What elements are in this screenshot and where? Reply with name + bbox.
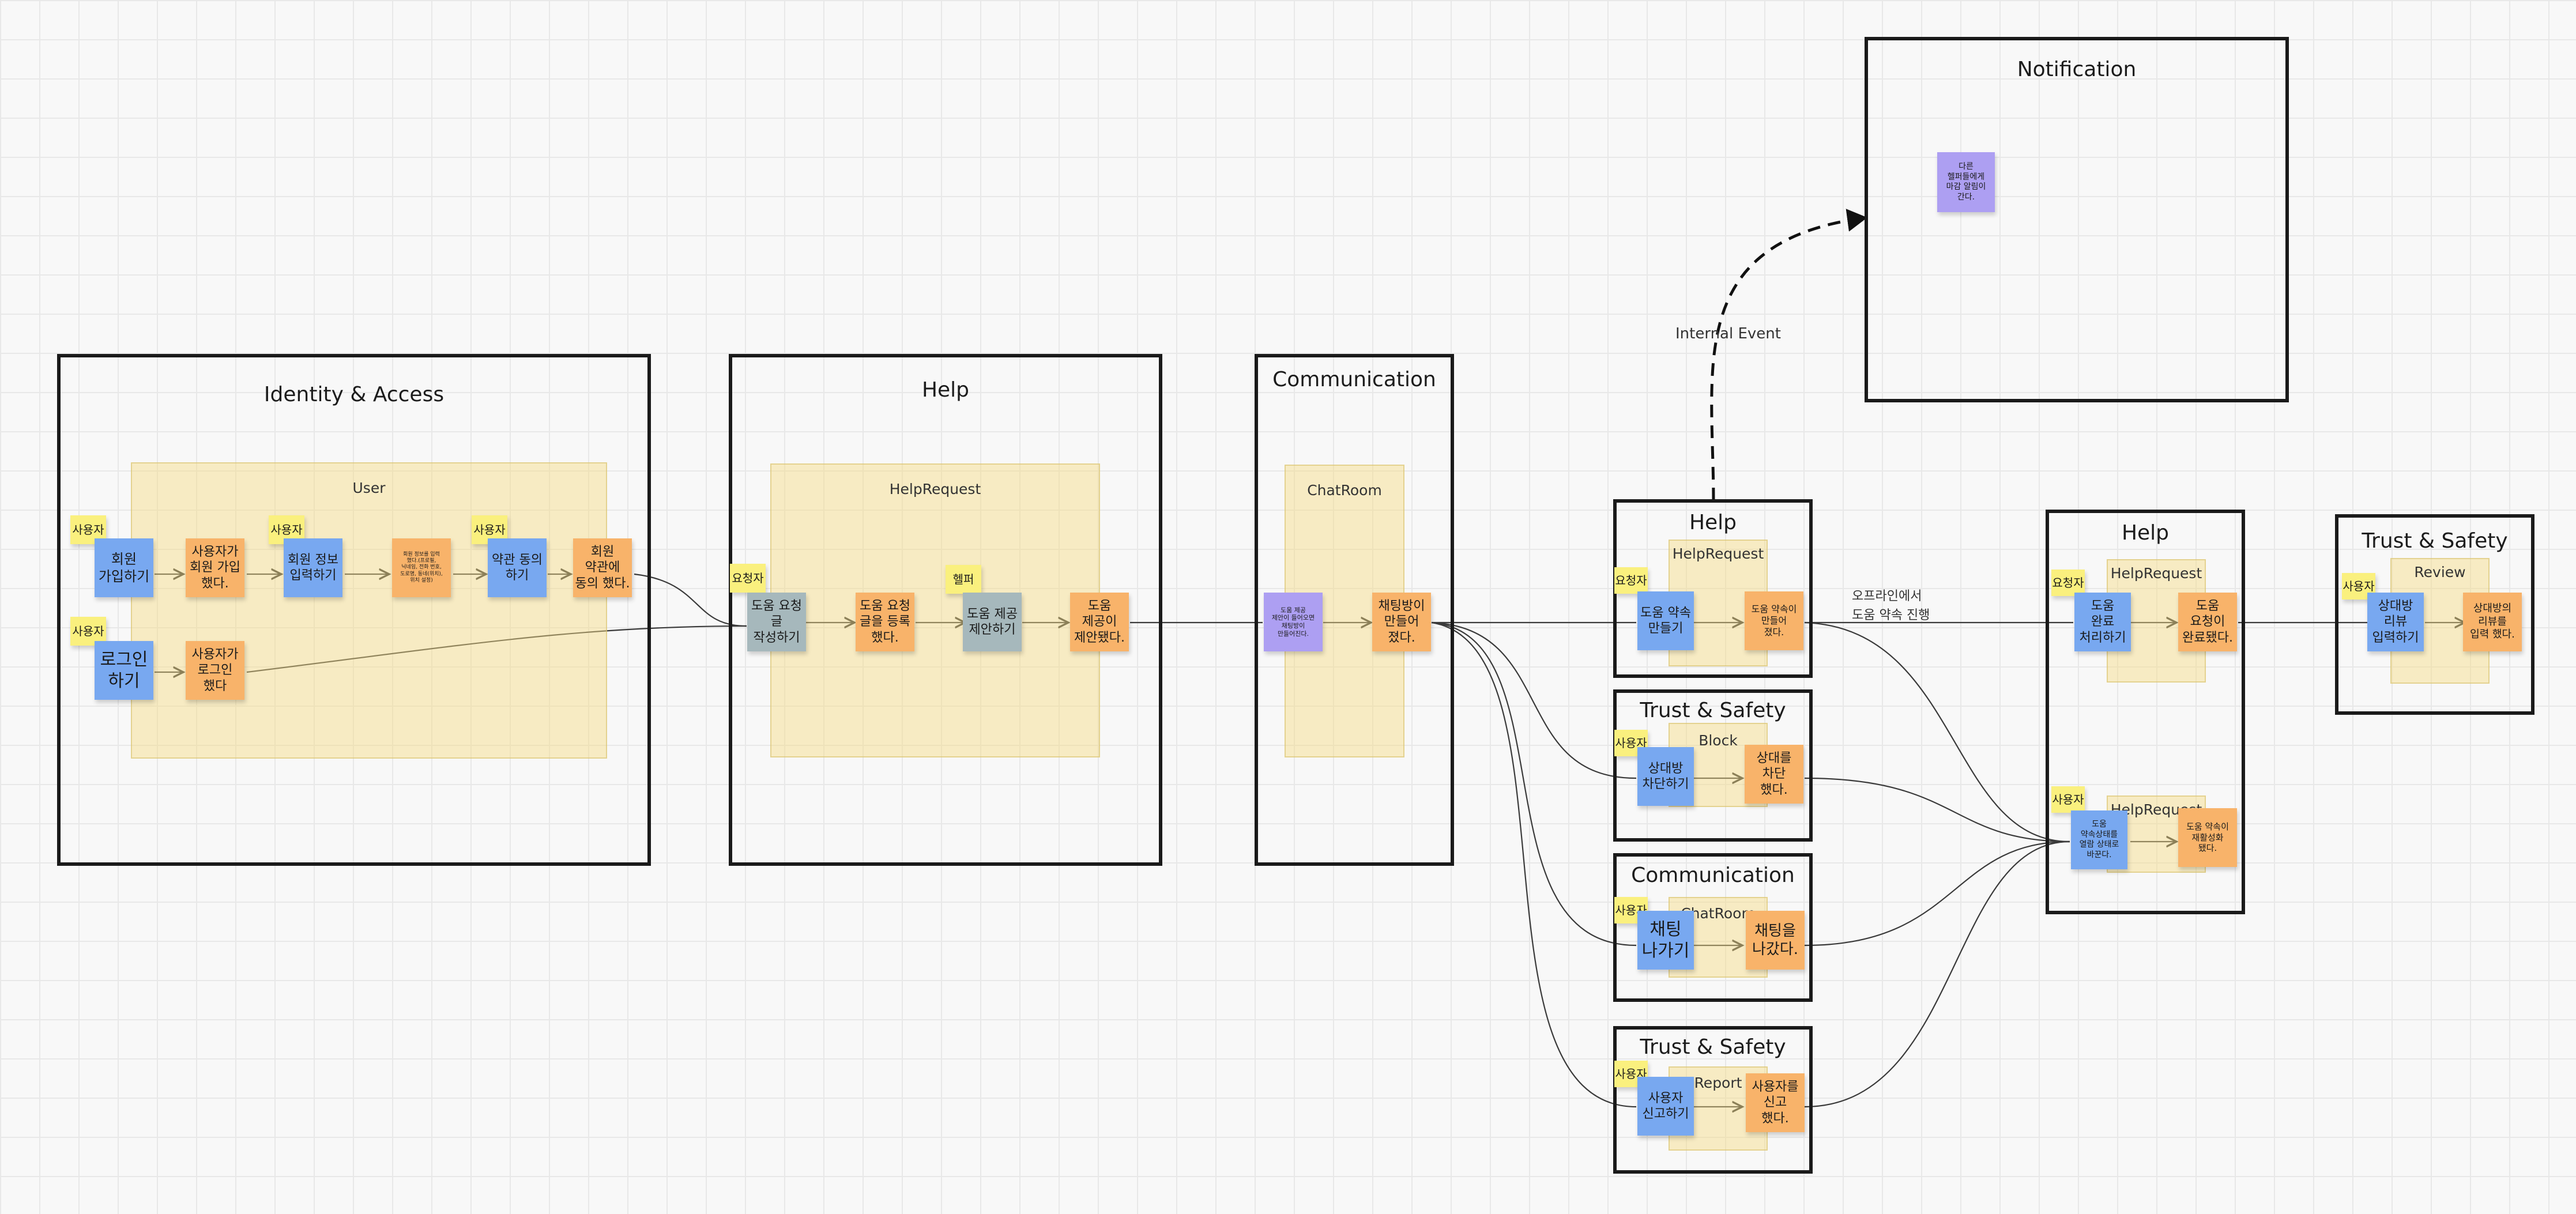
actor-sticky[interactable]: 요청자 xyxy=(1614,567,1648,594)
aggregate-label: HelpRequest xyxy=(2110,565,2202,582)
command-sticky[interactable]: 도움 제공 제안하기 xyxy=(963,593,1022,651)
frame-help-3[interactable]: Help xyxy=(2046,510,2245,914)
command-sticky[interactable]: 도움 약속 만들기 xyxy=(1637,591,1694,650)
command-sticky[interactable]: 회원 가입하기 xyxy=(95,538,153,597)
aggregate-label: Block xyxy=(1698,732,1738,749)
command-sticky[interactable]: 사용자 신고하기 xyxy=(1637,1077,1694,1136)
event-sticky[interactable]: 도움 요청 글을 등록 했다. xyxy=(856,593,914,651)
connector xyxy=(1804,777,2070,843)
event-sticky[interactable]: 사용자를 신고 했다. xyxy=(1746,1073,1805,1132)
frame-title: Communication xyxy=(1272,368,1436,391)
actor-sticky[interactable]: 헬퍼 xyxy=(946,565,981,594)
frame-identity-access[interactable]: Identity & Access xyxy=(57,354,651,866)
command-sticky[interactable]: 도움 약속상태를 열람 상태로 바꾼다. xyxy=(2071,810,2127,869)
connector xyxy=(1431,621,1637,947)
aggregate-helprequest: HelpRequest xyxy=(770,463,1100,757)
frame-title: Help xyxy=(1689,511,1737,534)
internal-event-label: Internal Event xyxy=(1675,325,1781,342)
event-sticky[interactable]: 도움 약속이 재활성화 됐다. xyxy=(2178,808,2237,867)
offline-label: 오프라인에서 도움 약속 진행 xyxy=(1852,589,1930,623)
event-sticky[interactable]: 채팅을 나갔다. xyxy=(1746,911,1805,970)
event-sticky[interactable]: 사용자가 로그인 했다 xyxy=(186,641,244,700)
connector xyxy=(634,573,747,627)
aggregate-label: Report xyxy=(1694,1074,1742,1091)
actor-sticky[interactable]: 요청자 xyxy=(730,564,766,593)
event-sticky[interactable]: 회원 정보를 입력 했다.(프로필, 닉네임, 전화 번호, 도로명, 동네(위… xyxy=(392,538,451,597)
aggregate-label: HelpRequest xyxy=(889,481,981,497)
frame-title: Notification xyxy=(2017,58,2137,81)
command-sticky[interactable]: 도움 요청 글 작성하기 xyxy=(747,593,806,651)
aggregate-label: Review xyxy=(2414,564,2466,580)
event-sticky[interactable]: 상대를 차단 했다. xyxy=(1745,745,1803,804)
frame-trust-safety-review[interactable]: Trust & Safety xyxy=(2335,514,2534,715)
command-sticky[interactable]: 회원 정보 입력하기 xyxy=(284,538,342,597)
command-sticky[interactable]: 약관 동의 하기 xyxy=(488,538,547,597)
command-sticky[interactable]: 로그인 하기 xyxy=(95,641,153,700)
frame-title: Trust & Safety xyxy=(2362,529,2508,553)
command-sticky[interactable]: 상대방 차단하기 xyxy=(1637,747,1694,806)
event-sticky[interactable]: 상대방의 리뷰를 입력 했다. xyxy=(2463,593,2522,651)
frame-title: Help xyxy=(2121,521,2170,545)
command-sticky[interactable]: 도움 완료 처리하기 xyxy=(2074,593,2131,651)
frame-help[interactable]: Help xyxy=(729,354,1162,866)
internal-event-arrow xyxy=(1710,209,1867,501)
connector xyxy=(1804,621,2070,843)
connector xyxy=(1804,840,2070,1108)
event-sticky[interactable]: 회원 약관에 동의 했다. xyxy=(573,538,632,597)
actor-sticky[interactable]: 사용자 xyxy=(2051,786,2085,813)
command-sticky[interactable]: 채팅 나가기 xyxy=(1637,911,1694,970)
connector xyxy=(1431,621,1637,779)
event-sticky[interactable]: 사용자가 회원 가입 했다. xyxy=(186,538,244,597)
frame-notification[interactable]: Notification xyxy=(1865,37,2289,402)
aggregate-label: User xyxy=(352,480,386,496)
connector xyxy=(1431,621,1637,1108)
actor-sticky[interactable]: 요청자 xyxy=(2051,570,2085,596)
aggregate-user: User xyxy=(131,462,607,759)
aggregate-label: ChatRoom xyxy=(1307,482,1382,499)
frame-title: Communication xyxy=(1631,864,1795,887)
frame-title: Trust & Safety xyxy=(1640,1035,1786,1059)
event-sticky[interactable]: 도움 제공이 제안됐다. xyxy=(1070,593,1129,651)
frame-trust-safety-block[interactable]: Trust & Safety xyxy=(1613,689,1813,842)
event-sticky[interactable]: 도움 약속이 만들어 졌다. xyxy=(1745,591,1803,650)
policy-sticky[interactable]: 다른 헬퍼들에게 마감 알림이 간다. xyxy=(1937,152,1995,212)
connector xyxy=(1804,840,2070,947)
frame-trust-safety-report[interactable]: Trust & Safety xyxy=(1613,1026,1813,1174)
event-sticky[interactable]: 채팅방이 만들어 졌다. xyxy=(1372,593,1431,651)
frame-title: Help xyxy=(921,378,970,402)
actor-sticky[interactable]: 사용자 xyxy=(1614,730,1648,756)
event-sticky[interactable]: 도움 요청이 완료됐다. xyxy=(2178,593,2237,651)
actor-sticky[interactable]: 사용자 xyxy=(70,617,106,646)
policy-sticky[interactable]: 도움 제공 제안이 들어오면 채팅방이 만들어진다. xyxy=(1264,593,1323,651)
frame-communication-2[interactable]: Communication xyxy=(1613,853,1813,1002)
frame-title: Identity & Access xyxy=(263,383,445,406)
frame-communication[interactable]: Communication xyxy=(1255,354,1454,866)
command-sticky[interactable]: 상대방 리뷰 입력하기 xyxy=(2367,593,2424,651)
connector xyxy=(246,625,747,673)
frame-title: Trust & Safety xyxy=(1640,699,1786,722)
aggregate-label: HelpRequest xyxy=(1672,545,1764,562)
